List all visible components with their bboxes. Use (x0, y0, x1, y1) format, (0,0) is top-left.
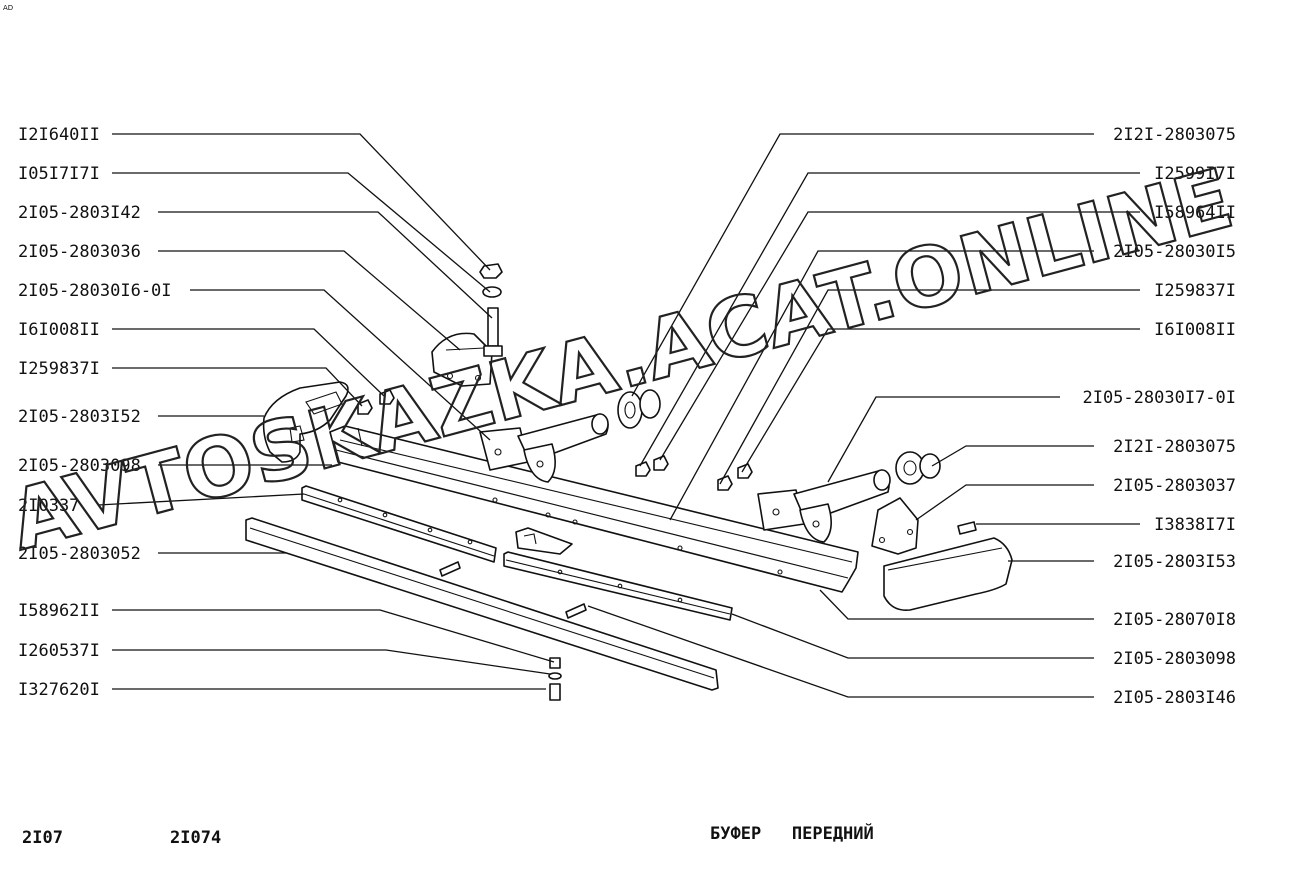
bumper-beam (329, 425, 859, 593)
part-label: I259837I (1154, 281, 1236, 301)
bumper-assembly-drawing (245, 263, 1013, 701)
right-mount-bracket (757, 469, 891, 543)
part-label: I58964II (1154, 203, 1236, 223)
part-label: 2I05-28030I5 (1113, 242, 1236, 262)
upper-left-bracket (431, 332, 493, 387)
part-label: 2I05-2803I46 (1113, 688, 1236, 708)
part-label: 2I05-28070I8 (1113, 610, 1236, 630)
small-nuts (357, 389, 753, 491)
bushing-left (617, 389, 661, 429)
part-label: I260537I (18, 641, 100, 661)
model-code-1: 2I07 (22, 828, 63, 848)
part-label: I3838I7I (1154, 515, 1236, 535)
part-label: I05I7I7I (18, 164, 100, 184)
corner-mark: AD (3, 4, 13, 12)
part-label: I2599I7I (1154, 164, 1236, 184)
part-label: 2I05-2803052 (18, 544, 141, 564)
bolt-stack-top-left (479, 263, 503, 357)
left-trim-rail (301, 485, 497, 563)
right-labels: 2I2I-2803075 I2599I7I I58964II 2I05-2803… (1082, 125, 1236, 708)
part-label: I6I008II (1154, 320, 1236, 340)
part-label: 2I0337 (18, 496, 79, 516)
lower-trim-strip (245, 517, 719, 691)
center-bracket (515, 527, 573, 555)
part-label: 2I05-2803I53 (1113, 552, 1236, 572)
screws (439, 521, 977, 701)
diagram-title: БУФЕР ПЕРЕДНИЙ (710, 822, 874, 844)
model-code-2: 2I074 (170, 828, 221, 848)
part-label: I327620I (18, 680, 100, 700)
right-trim-rail (503, 551, 733, 621)
part-label: 2I05-2803I42 (18, 203, 141, 223)
bushing-right (895, 451, 941, 485)
part-label: 2I05-2803098 (18, 456, 141, 476)
part-label: I6I008II (18, 320, 100, 340)
part-label: 2I05-28030I7-0I (1082, 388, 1236, 408)
part-label: 2I05-2803098 (1113, 649, 1236, 669)
part-label: 2I05-28030I6-0I (18, 281, 172, 301)
part-label: 2I2I-2803075 (1113, 437, 1236, 457)
part-label: I58962II (18, 601, 100, 621)
left-labels: I2I640II I05I7I7I 2I05-2803I42 2I05-2803… (18, 125, 172, 700)
leader-lines (97, 133, 1140, 698)
left-end-cap (262, 381, 349, 463)
part-label: 2I2I-2803075 (1113, 125, 1236, 145)
part-label: 2I05-2803037 (1113, 476, 1236, 496)
right-end-cap (883, 537, 1013, 612)
part-label: I2I640II (18, 125, 100, 145)
part-label: 2I05-2803I52 (18, 407, 141, 427)
right-side-bracket (871, 497, 919, 555)
footer: 2I07 2I074 БУФЕР ПЕРЕДНИЙ (22, 822, 874, 848)
left-mount-bracket (479, 413, 609, 483)
part-label: I259837I (18, 359, 100, 379)
part-label: 2I05-2803036 (18, 242, 141, 262)
